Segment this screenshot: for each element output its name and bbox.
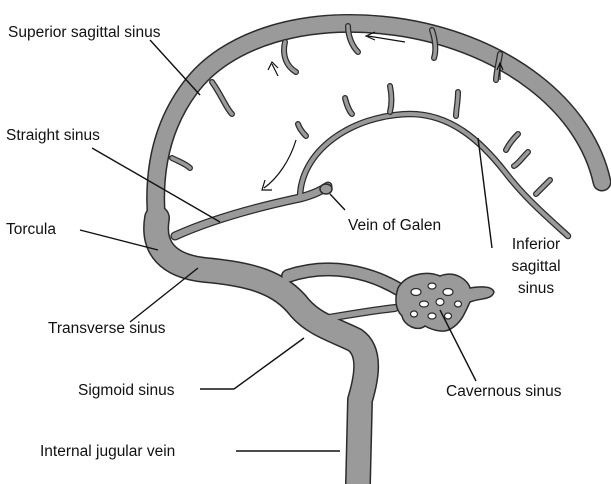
flow-arrow-icon xyxy=(264,140,296,188)
straight-sinus xyxy=(175,186,328,236)
cortical-vein xyxy=(212,82,232,114)
vessel-fills xyxy=(156,23,602,484)
label-transverse-sinus: Transverse sinus xyxy=(48,320,166,337)
label-superior-sagittal-sinus: Superior sagittal sinus xyxy=(8,24,161,41)
deep-vein xyxy=(390,86,392,112)
label-torcula: Torcula xyxy=(6,221,56,238)
flow-arrows xyxy=(262,32,503,190)
label-inferior-sagittal-sinus-3: sinus xyxy=(518,280,554,297)
label-vein-of-galen: Vein of Galen xyxy=(348,217,441,234)
label-sigmoid-sinus: Sigmoid sinus xyxy=(78,382,175,399)
label-inferior-sagittal-sinus-2: sagittal xyxy=(511,258,560,275)
label-inferior-sagittal-sinus-1: Inferior xyxy=(512,236,560,253)
deep-vein xyxy=(456,92,458,116)
vein-of-galen-bulb xyxy=(320,184,332,194)
petrosal-branch xyxy=(288,269,400,290)
torcula-transverse-sigmoid-jugular xyxy=(156,218,366,484)
deep-vein xyxy=(536,180,550,194)
label-internal-jugular-vein: Internal jugular vein xyxy=(40,443,175,460)
cavernous-sinus xyxy=(396,273,494,331)
label-straight-sinus: Straight sinus xyxy=(6,127,100,144)
label-cavernous-sinus: Cavernous sinus xyxy=(446,383,562,400)
labels: Superior sagittal sinus Straight sinus T… xyxy=(6,24,562,460)
